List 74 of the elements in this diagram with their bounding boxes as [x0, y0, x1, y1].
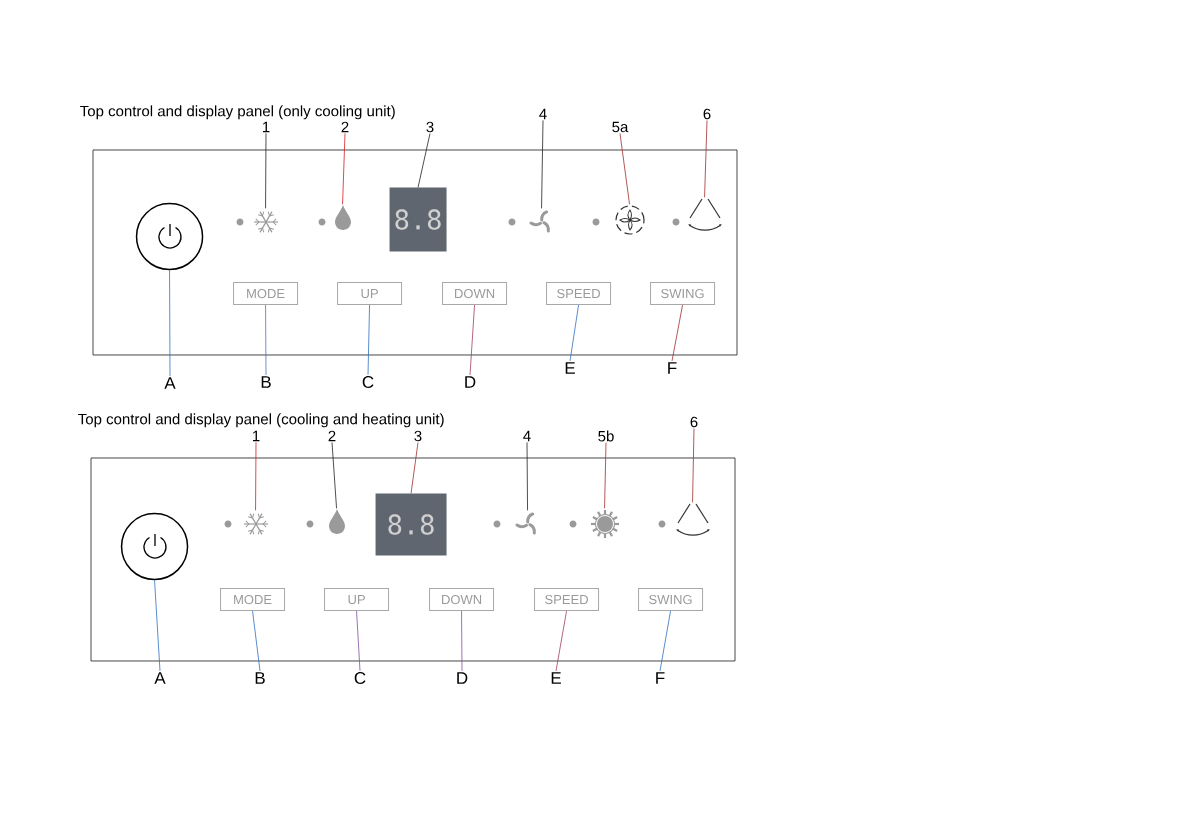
leader-line [342, 133, 346, 205]
callout-label: D [465, 376, 476, 388]
circle-power-button [135, 202, 204, 271]
sun-icon [591, 510, 619, 538]
mode-button: SPEED [534, 588, 600, 612]
fan-icon [615, 205, 645, 235]
callout-label: 3 [426, 121, 434, 133]
callout-label: 5a [612, 121, 629, 133]
leader-line [410, 442, 419, 494]
callout-label: 2 [341, 121, 349, 133]
mode-button: DOWN [442, 282, 508, 306]
leader-line [169, 269, 171, 377]
callout-label: F [668, 362, 677, 374]
leader-line [704, 120, 708, 198]
node-label: Top control and display panel (only cooling unit) [80, 105, 395, 120]
drop-icon [329, 509, 345, 534]
fan-icon [529, 210, 550, 233]
callout-label: C [362, 376, 374, 388]
leader-line [265, 132, 267, 209]
node-label: Top control and display panel (cooling and heating unit) [78, 413, 444, 428]
leader-line [541, 119, 544, 209]
mode-button: UP [324, 588, 390, 612]
leader-line [417, 133, 431, 188]
mode-button: MODE [233, 282, 299, 306]
callout-label: 1 [253, 430, 260, 442]
callout-label: 4 [539, 108, 547, 120]
leader-line [659, 610, 671, 672]
leader-line [255, 441, 257, 511]
swing-arrow-icon [676, 503, 710, 536]
callout-label: A [164, 377, 176, 389]
leader-line [154, 579, 161, 672]
callout-label: 3 [414, 430, 422, 442]
snowflake-icon [243, 513, 269, 535]
mode-button: SWING [650, 282, 716, 306]
callout-label: B [255, 672, 265, 684]
leader-line [604, 442, 607, 509]
circle-power-button [120, 512, 189, 581]
mode-button: DOWN [429, 588, 495, 612]
callout-label: 5b [598, 430, 614, 442]
leader-line [469, 304, 475, 376]
leader-line [331, 442, 337, 509]
leader-line [671, 304, 683, 362]
leader-line [692, 428, 695, 503]
callout-label: A [154, 672, 166, 684]
digital-display: 8.8 [389, 187, 447, 252]
callout-label: 2 [328, 430, 336, 442]
swing-arrow-icon [688, 198, 722, 231]
fan-icon [515, 512, 536, 535]
callout-label: D [457, 672, 468, 684]
drop-icon [335, 205, 351, 230]
leader-line [265, 304, 267, 376]
mode-button: SWING [638, 588, 704, 612]
leader-line [356, 610, 361, 672]
leader-line [526, 441, 528, 511]
mode-button: UP [337, 282, 403, 306]
leader-line [619, 133, 630, 205]
leader-line [569, 304, 579, 362]
leader-line [555, 610, 567, 672]
snowflake-icon [253, 211, 279, 233]
callout-label: 6 [703, 108, 711, 120]
mode-button: SPEED [546, 282, 612, 306]
callout-label: 6 [690, 416, 698, 428]
leader-line [367, 304, 370, 376]
callout-label: C [354, 672, 366, 684]
callout-label: B [261, 376, 271, 388]
callout-label: E [565, 362, 575, 374]
leader-line [252, 610, 261, 672]
callout-label: 1 [263, 121, 270, 133]
callout-label: F [656, 672, 665, 684]
callout-label: 4 [523, 430, 531, 442]
digital-display: 8.8 [375, 493, 447, 556]
mode-button: MODE [220, 588, 286, 612]
leader-line [461, 610, 463, 672]
callout-label: E [551, 672, 561, 684]
